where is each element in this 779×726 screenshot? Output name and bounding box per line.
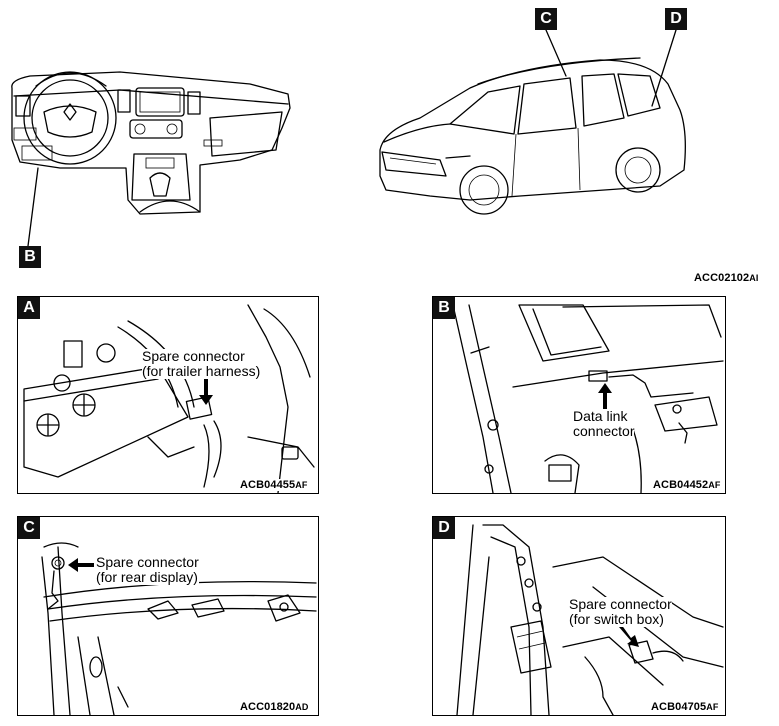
panel-c-label-line1: Spare connector: [96, 554, 199, 570]
panel-a-drawing: [23, 304, 315, 493]
panel-d-label-line1: Spare connector: [569, 596, 672, 612]
panel-d-tag: D: [433, 517, 455, 539]
panel-a-tag: A: [18, 297, 40, 319]
panel-b-drawing: [452, 304, 724, 493]
panel-b-code: ACB04452AF: [653, 479, 721, 491]
panel-c-drawing: [41, 542, 317, 715]
panel-d-label: Spare connector (for switch box): [569, 597, 672, 627]
panel-d-label-line2: (for switch box): [569, 611, 664, 627]
panel-d-drawing: [456, 524, 724, 715]
panel-a-label-line1: Spare connector: [142, 348, 245, 364]
callout-b-tag: B: [19, 246, 41, 268]
panel-a-code: ACB04455AF: [240, 479, 308, 491]
overview-figure-code: ACC02102AI: [694, 272, 759, 284]
panel-d: D Spare connector (for switch box) ACB04…: [432, 516, 726, 716]
panel-b-label: Data link connector: [573, 408, 635, 439]
panel-b-tag: B: [433, 297, 455, 319]
panel-a-label-line2: (for trailer harness): [142, 363, 261, 379]
panel-a: A Spare connector (for trailer harness) …: [17, 296, 319, 494]
callout-d-tag: D: [665, 8, 687, 30]
callout-c-tag: C: [535, 8, 557, 30]
panel-b-label-line2: connector: [573, 423, 635, 439]
panel-c-label-line2: (for rear display): [96, 569, 198, 585]
panel-c-label: Spare connector (for rear display): [96, 555, 199, 585]
panel-c: C Spare connector (for rear display) ACC…: [17, 516, 319, 716]
panel-b-label-line1: Data link: [573, 408, 628, 424]
panel-c-code: ACC01820AD: [240, 701, 309, 713]
panel-b: B Data link connector ACB04452AF: [432, 296, 726, 494]
panel-c-tag: C: [18, 517, 40, 539]
panel-d-code: ACB04705AF: [651, 701, 719, 713]
panel-a-label: Spare connector (for trailer harness): [142, 348, 261, 379]
